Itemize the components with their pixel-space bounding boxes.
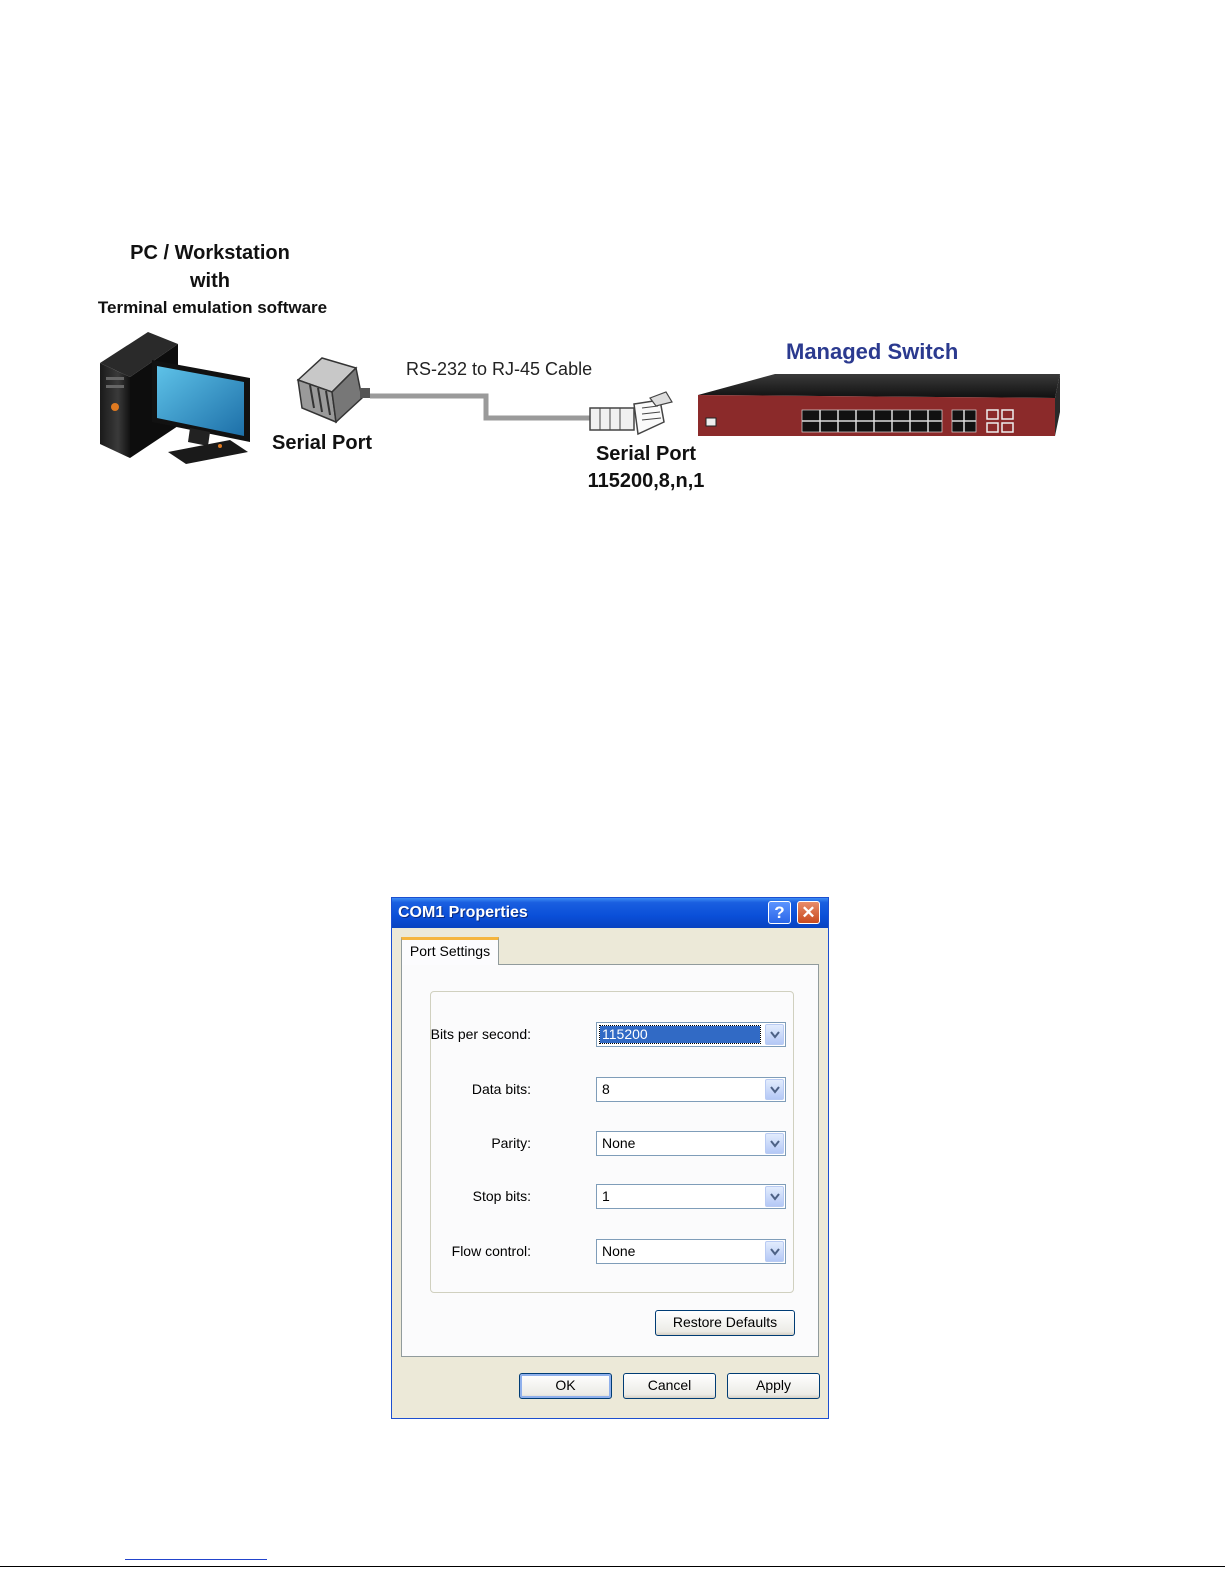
switch-title: Managed Switch bbox=[786, 339, 958, 365]
bits-per-second-value: 115200 bbox=[600, 1026, 760, 1043]
chevron-down-icon[interactable] bbox=[765, 1186, 784, 1207]
apply-button[interactable]: Apply bbox=[727, 1373, 820, 1399]
cable-line bbox=[370, 396, 590, 418]
parity-label: Parity: bbox=[491, 1135, 531, 1151]
flow-control-value: None bbox=[600, 1243, 637, 1260]
pc-title-line2: with bbox=[100, 270, 320, 293]
cable-label: RS-232 to RJ-45 Cable bbox=[406, 359, 592, 380]
rj45-plug-icon bbox=[590, 392, 672, 434]
pc-title-line3: Terminal emulation software bbox=[60, 298, 365, 318]
ok-button[interactable]: OK bbox=[519, 1373, 612, 1399]
page-footer-rule bbox=[0, 1566, 1225, 1567]
dialog-title: COM1 Properties bbox=[398, 904, 528, 922]
chevron-down-icon[interactable] bbox=[765, 1133, 784, 1154]
switch-serial-port-label: Serial Port bbox=[576, 443, 716, 466]
stop-bits-label: Stop bits: bbox=[473, 1188, 531, 1204]
tab-port-settings[interactable]: Port Settings bbox=[401, 937, 499, 965]
bits-per-second-select[interactable]: 115200 bbox=[596, 1022, 786, 1047]
com1-properties-dialog: COM1 Properties ? ✕ Port Settings Bits p… bbox=[391, 897, 829, 1419]
connection-diagram: PC / Workstation with Terminal emulation… bbox=[60, 240, 1070, 505]
flow-control-label: Flow control: bbox=[452, 1243, 531, 1259]
parity-select[interactable]: None bbox=[596, 1131, 786, 1156]
data-bits-value: 8 bbox=[600, 1081, 612, 1098]
tab-panel: Bits per second: 115200 Data bits: 8 Par… bbox=[401, 964, 819, 1357]
data-bits-select[interactable]: 8 bbox=[596, 1077, 786, 1102]
close-button[interactable]: ✕ bbox=[797, 901, 820, 924]
title-bar[interactable]: COM1 Properties ? ✕ bbox=[392, 898, 828, 928]
pc-title-line1: PC / Workstation bbox=[100, 242, 320, 265]
switch-serial-settings: 115200,8,n,1 bbox=[566, 470, 726, 493]
chevron-down-icon[interactable] bbox=[765, 1079, 784, 1100]
stop-bits-select[interactable]: 1 bbox=[596, 1184, 786, 1209]
managed-switch-icon bbox=[698, 374, 1060, 436]
close-icon: ✕ bbox=[801, 903, 815, 922]
data-bits-label: Data bits: bbox=[472, 1081, 531, 1097]
restore-defaults-button[interactable]: Restore Defaults bbox=[655, 1310, 795, 1336]
settings-group: Bits per second: 115200 Data bits: 8 Par… bbox=[430, 991, 794, 1293]
help-button[interactable]: ? bbox=[768, 901, 791, 924]
chevron-down-icon[interactable] bbox=[765, 1024, 784, 1045]
monitor-icon bbox=[152, 360, 250, 464]
bits-per-second-label: Bits per second: bbox=[431, 1026, 531, 1042]
footer-link-underline bbox=[125, 1559, 267, 1560]
chevron-down-icon[interactable] bbox=[765, 1241, 784, 1262]
parity-value: None bbox=[600, 1135, 637, 1152]
cancel-button[interactable]: Cancel bbox=[623, 1373, 716, 1399]
help-icon: ? bbox=[774, 903, 784, 922]
db9-connector-icon bbox=[298, 358, 370, 422]
pc-serial-port-label: Serial Port bbox=[272, 432, 372, 455]
stop-bits-value: 1 bbox=[600, 1188, 612, 1205]
flow-control-select[interactable]: None bbox=[596, 1239, 786, 1264]
